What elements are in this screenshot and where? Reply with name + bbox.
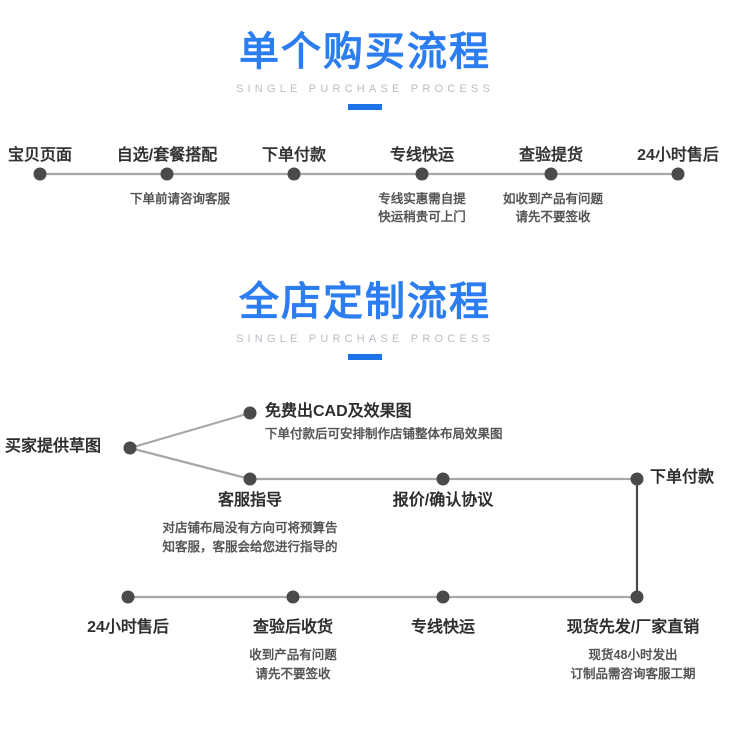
section-title-cn-2: 全店定制流程 (239, 280, 491, 324)
flow-node-label-check-receive: 查验后收货 (252, 619, 334, 636)
timeline-step-label-4: 专线快运 (389, 147, 455, 164)
flow-node-label-service-guide: 客服指导 (217, 492, 283, 509)
flow-node-label-line-express: 专线快运 (410, 619, 476, 636)
timeline-step-label-2: 自选/套餐搭配 (116, 147, 218, 164)
timeline-step-note-5: 如收到产品有问题请先不要签收 (502, 192, 604, 225)
timeline-step-label-6: 24小时售后 (637, 147, 719, 164)
title-accent-bar (348, 104, 382, 110)
timeline-step-label-1: 宝贝页面 (7, 147, 73, 164)
flow-node-note-free-cad: 下单付款后可安排制作店铺整体布局效果图 (265, 427, 503, 441)
flow-node-note-service-guide: 对店铺布局没有方向可将预算告知客服，客服会给您进行指导的 (162, 521, 338, 554)
timeline-step-label-3: 下单付款 (261, 147, 327, 164)
flow-node-note-stock-ship: 现货48小时发出订制品需咨询客服工期 (570, 648, 696, 681)
section-title-store-custom: 全店定制流程 SINGLE PURCHASE PROCESS (0, 282, 730, 360)
timeline-step-note-2: 下单前请咨询客服 (129, 192, 231, 206)
title-accent-bar-2 (348, 354, 382, 360)
section-title-single-purchase: 单个购买流程 SINGLE PURCHASE PROCESS (0, 32, 730, 110)
timeline-step-label-5: 查验提货 (518, 147, 584, 164)
flow-node-label-place-order: 下单付款 (650, 469, 715, 486)
section-subtitle-en: SINGLE PURCHASE PROCESS (236, 83, 494, 95)
flow-node-label-stock-ship: 现货先发/厂家直销 (566, 619, 700, 636)
section-title-cn: 单个购买流程 (239, 30, 491, 74)
flow-node-label-free-cad: 免费出CAD及效果图 (265, 403, 412, 420)
flow-node-note-check-receive: 收到产品有问题请先不要签收 (249, 648, 337, 681)
section-subtitle-en-2: SINGLE PURCHASE PROCESS (236, 333, 494, 345)
flow-node-label-after-sales: 24小时售后 (87, 619, 169, 636)
flow-node-label-quote-confirm: 报价/确认协议 (392, 492, 494, 509)
flow-node-label-buyer-sketch: 买家提供草图 (5, 438, 102, 455)
timeline-step-note-4: 专线实惠需自提快运稍贵可上门 (378, 192, 466, 225)
